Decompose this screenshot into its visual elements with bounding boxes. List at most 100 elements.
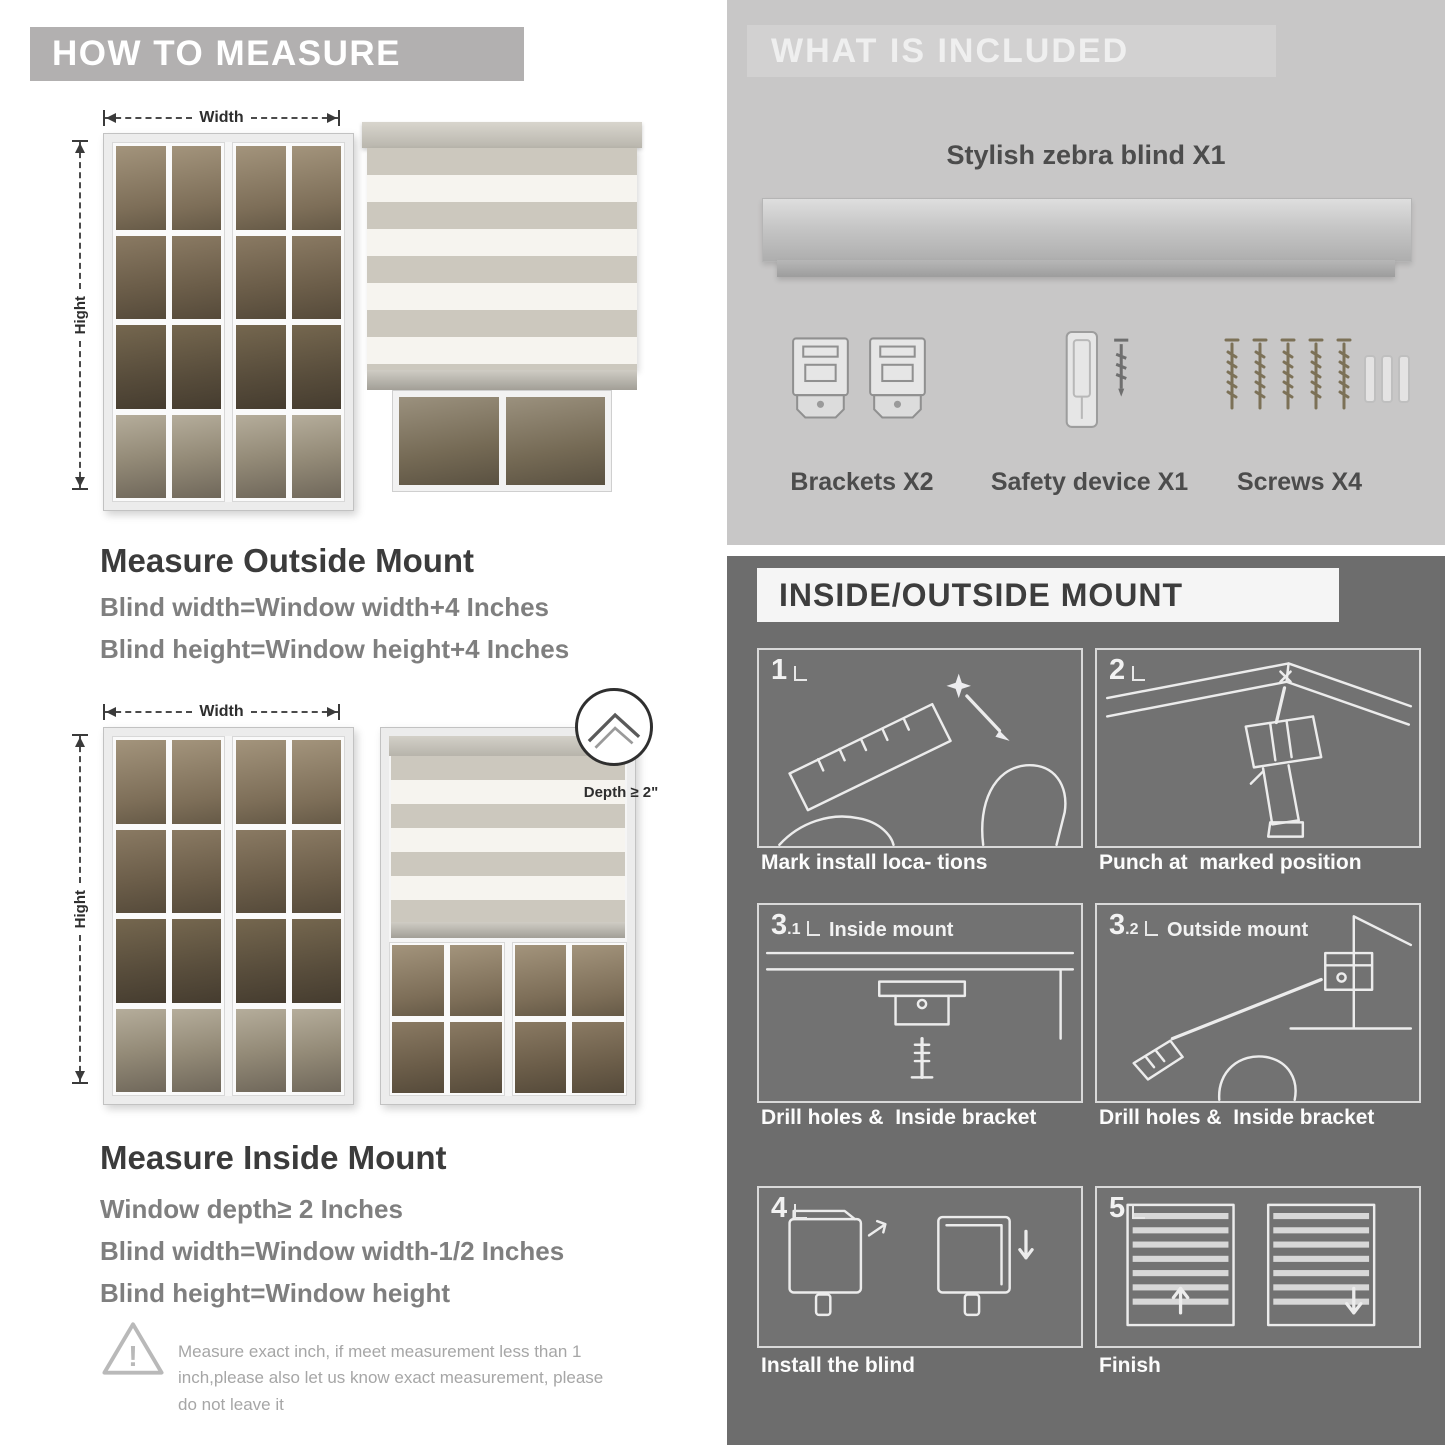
step-panel-3-2: 3.2 Outside mount	[1095, 903, 1421, 1103]
window-pane	[171, 414, 221, 498]
step-caption-4: Install the blind	[761, 1354, 916, 1377]
window-pane	[514, 945, 567, 1016]
what-is-included-banner: WHAT IS INCLUDED	[747, 25, 1276, 77]
height-measure-arrow-inside: Hight	[72, 734, 89, 1084]
step-number: 3.1	[771, 911, 820, 940]
depth-label: Depth ≥ 2"	[583, 784, 659, 801]
step-number: 4	[771, 1194, 807, 1223]
svg-text:!: !	[128, 1341, 138, 1373]
step-panel-1: 1	[757, 648, 1083, 848]
window-pane	[116, 146, 166, 230]
zebra-blind-headrail-lip	[777, 260, 1395, 277]
window-pane	[449, 945, 502, 1016]
measure-line	[105, 117, 193, 119]
window-pane	[171, 919, 221, 1003]
install-blind-illustration	[788, 1209, 1034, 1317]
width-label: Width	[199, 109, 244, 126]
window-pane	[449, 1022, 502, 1093]
inside-formula-depth: Window depth≥ 2 Inches	[100, 1194, 403, 1224]
brackets-icon	[792, 337, 926, 419]
measure-line	[250, 117, 338, 119]
screws-label: Screws X4	[1236, 468, 1363, 496]
how-to-measure-title: HOW TO MEASURE	[52, 34, 401, 73]
window-pane	[236, 919, 286, 1003]
window-doors	[112, 142, 345, 502]
window-doors	[112, 736, 345, 1096]
window-pane	[171, 829, 221, 913]
width-label: Width	[199, 703, 244, 720]
measure-line	[79, 935, 81, 1083]
blind-headrail	[389, 736, 627, 756]
blind-zebra-stripes	[367, 148, 637, 370]
window-pane	[171, 235, 221, 319]
step-panel-5: 5	[1095, 1186, 1421, 1348]
outside-formula-width: Blind width=Window width+4 Inches	[100, 592, 549, 622]
step-panel-3-1: 3.1 Inside mount	[757, 903, 1083, 1103]
step-number: 2	[1109, 656, 1145, 685]
window-pane	[291, 740, 341, 824]
safety-device-icon	[1065, 331, 1129, 428]
window-pane	[116, 829, 166, 913]
zebra-blind-illustration-outside	[362, 122, 642, 492]
frame-corner-icon	[587, 712, 641, 749]
window-pane	[291, 1008, 341, 1092]
finish-blinds-illustration	[1126, 1203, 1376, 1327]
window-door	[389, 942, 505, 1096]
safety-device-label: Safety device X1	[990, 468, 1189, 496]
measure-line	[79, 142, 81, 289]
screws-icon	[1224, 338, 1410, 410]
inside-outside-mount-banner: INSIDE/OUTSIDE MOUNT	[757, 568, 1339, 622]
window-pane	[116, 1008, 166, 1092]
step-inner-label: Inside mount	[829, 919, 954, 941]
window-pane	[236, 740, 286, 824]
window-pane	[236, 325, 286, 409]
window-pane	[236, 235, 286, 319]
outside-mount-title: Measure Outside Mount	[100, 542, 475, 580]
outside-mount-bracket-illustration	[1132, 915, 1413, 1101]
window-pane	[291, 919, 341, 1003]
measure-line	[105, 711, 193, 713]
mark-location-illustration	[778, 673, 1067, 846]
how-to-measure-section: HOW TO MEASURE Width Hight	[0, 0, 722, 1445]
window-under-blind	[392, 390, 612, 492]
measure-line	[79, 736, 81, 883]
window-pane	[291, 325, 341, 409]
blind-bottom-rail	[391, 922, 625, 938]
inside-outside-mount-title: INSIDE/OUTSIDE MOUNT	[779, 576, 1184, 613]
step-caption-3-2: Drill holes & Inside bracket	[1099, 1106, 1375, 1129]
measure-line	[250, 711, 338, 713]
window-pane	[171, 325, 221, 409]
window-pane	[514, 1022, 567, 1093]
step-inner-label: Outside mount	[1167, 919, 1309, 941]
window-pane	[291, 235, 341, 319]
window-pane	[572, 1022, 624, 1093]
window-door	[511, 942, 627, 1096]
window-door	[232, 736, 345, 1096]
inside-formula-height: Blind height=Window height	[100, 1278, 450, 1308]
step-panel-4: 4	[757, 1186, 1083, 1348]
window-doors	[389, 942, 627, 1096]
window-pane	[291, 414, 341, 498]
how-to-measure-banner: HOW TO MEASURE	[30, 27, 524, 81]
measurement-note: Measure exact inch, if meet measurement …	[178, 1342, 604, 1414]
blind-headrail	[362, 122, 642, 148]
inside-mount-bracket-illustration	[765, 951, 1075, 1080]
window-pane	[236, 829, 286, 913]
step-caption-5: Finish	[1099, 1354, 1161, 1377]
window-pane	[116, 414, 166, 498]
window-pane	[171, 740, 221, 824]
window-door	[232, 142, 345, 502]
window-pane	[236, 146, 286, 230]
step-number: 5	[1109, 1194, 1145, 1223]
window-pane	[291, 146, 341, 230]
step-number: 3.2	[1109, 911, 1158, 940]
measure-line	[79, 341, 81, 489]
window-pane	[399, 397, 499, 485]
blind-zebra-stripes	[391, 756, 625, 922]
width-measure-arrow-inside: Width	[103, 703, 340, 720]
height-measure-arrow-outside: Hight	[72, 140, 89, 490]
window-pane	[236, 1008, 286, 1092]
window-illustration-outside	[103, 133, 354, 511]
window-pane	[116, 325, 166, 409]
